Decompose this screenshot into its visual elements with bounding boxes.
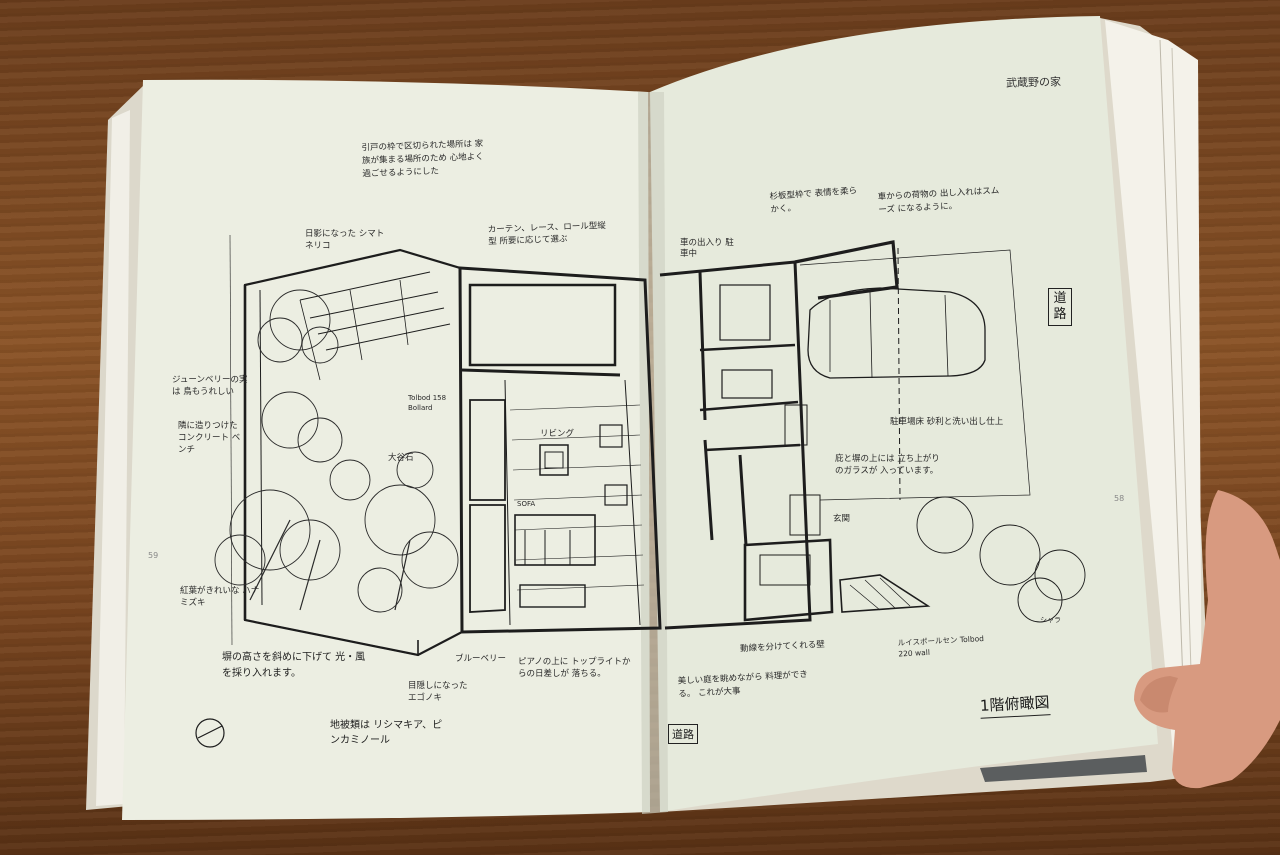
right-page [650,16,1158,812]
annotation-juneberry: ジューンベリーの実は 鳥もうれしい [172,375,248,397]
plan-title: 1階俯瞰図 [979,691,1051,719]
annotation-storage: 車の出入り 駐車中 [680,238,734,259]
annotation-tolbod-left: Tolbod 158 Bollard [408,394,447,412]
folio-right: 58 [1114,494,1125,503]
folio-left: 59 [148,551,159,560]
annotation-oya-stone: 大谷石 [388,453,414,463]
garden-foliage [214,289,459,613]
annotation-blueberry: ブルーベリー [455,654,507,664]
running-head: 武蔵野の家 [1005,75,1062,90]
annotation-egonoki: 目隠しになった エゴノキ [408,681,468,703]
annotation-wall-bench: 隣に造りつけた コンクリート ベンチ [178,421,241,455]
road-label-bottom: 道路 [668,724,698,744]
sketch-left [229,234,662,657]
sketch-right [659,240,1086,630]
annotation-curtain: カーテン、レース、ロール型縦型 所要に応じて選ぶ [487,220,607,248]
annotation-top-center: 引戸の枠で区切られた場所は 家族が集まる場所のため 心地よく過ごせるようにした [361,139,484,180]
annotation-piano: ピアノの上に トップライトからの日差しが 落ちる。 [518,657,631,679]
annotation-shara: シャラ [1040,616,1061,624]
annotation-wall-height: 塀の高さを斜めに下げて 光・風を採り入れます。 [222,652,366,679]
annotation-tree-left-top: 日影になった シマトネリコ [305,229,385,251]
annotation-entrance: 玄関 [833,514,851,524]
annotation-living: リビング [540,429,575,439]
annotation-ground-cover: 地被類は リシマキア、ピンカミノール [330,720,443,746]
left-page [122,79,650,820]
compass [195,718,225,748]
annotation-sofa: SOFA [517,500,536,508]
road-label-right: 道路 [1048,288,1072,326]
page-edges-right [1105,20,1202,775]
annotation-kouyou: 紅葉がきれいな ハナミズキ [180,586,260,608]
annotation-glass: 庇と塀の上には 立ち上がりのガラスが 入っています。 [835,454,940,476]
annotation-parking: 駐車場床 砂利と洗い出し仕上 [890,417,1004,427]
hand [1134,490,1280,789]
